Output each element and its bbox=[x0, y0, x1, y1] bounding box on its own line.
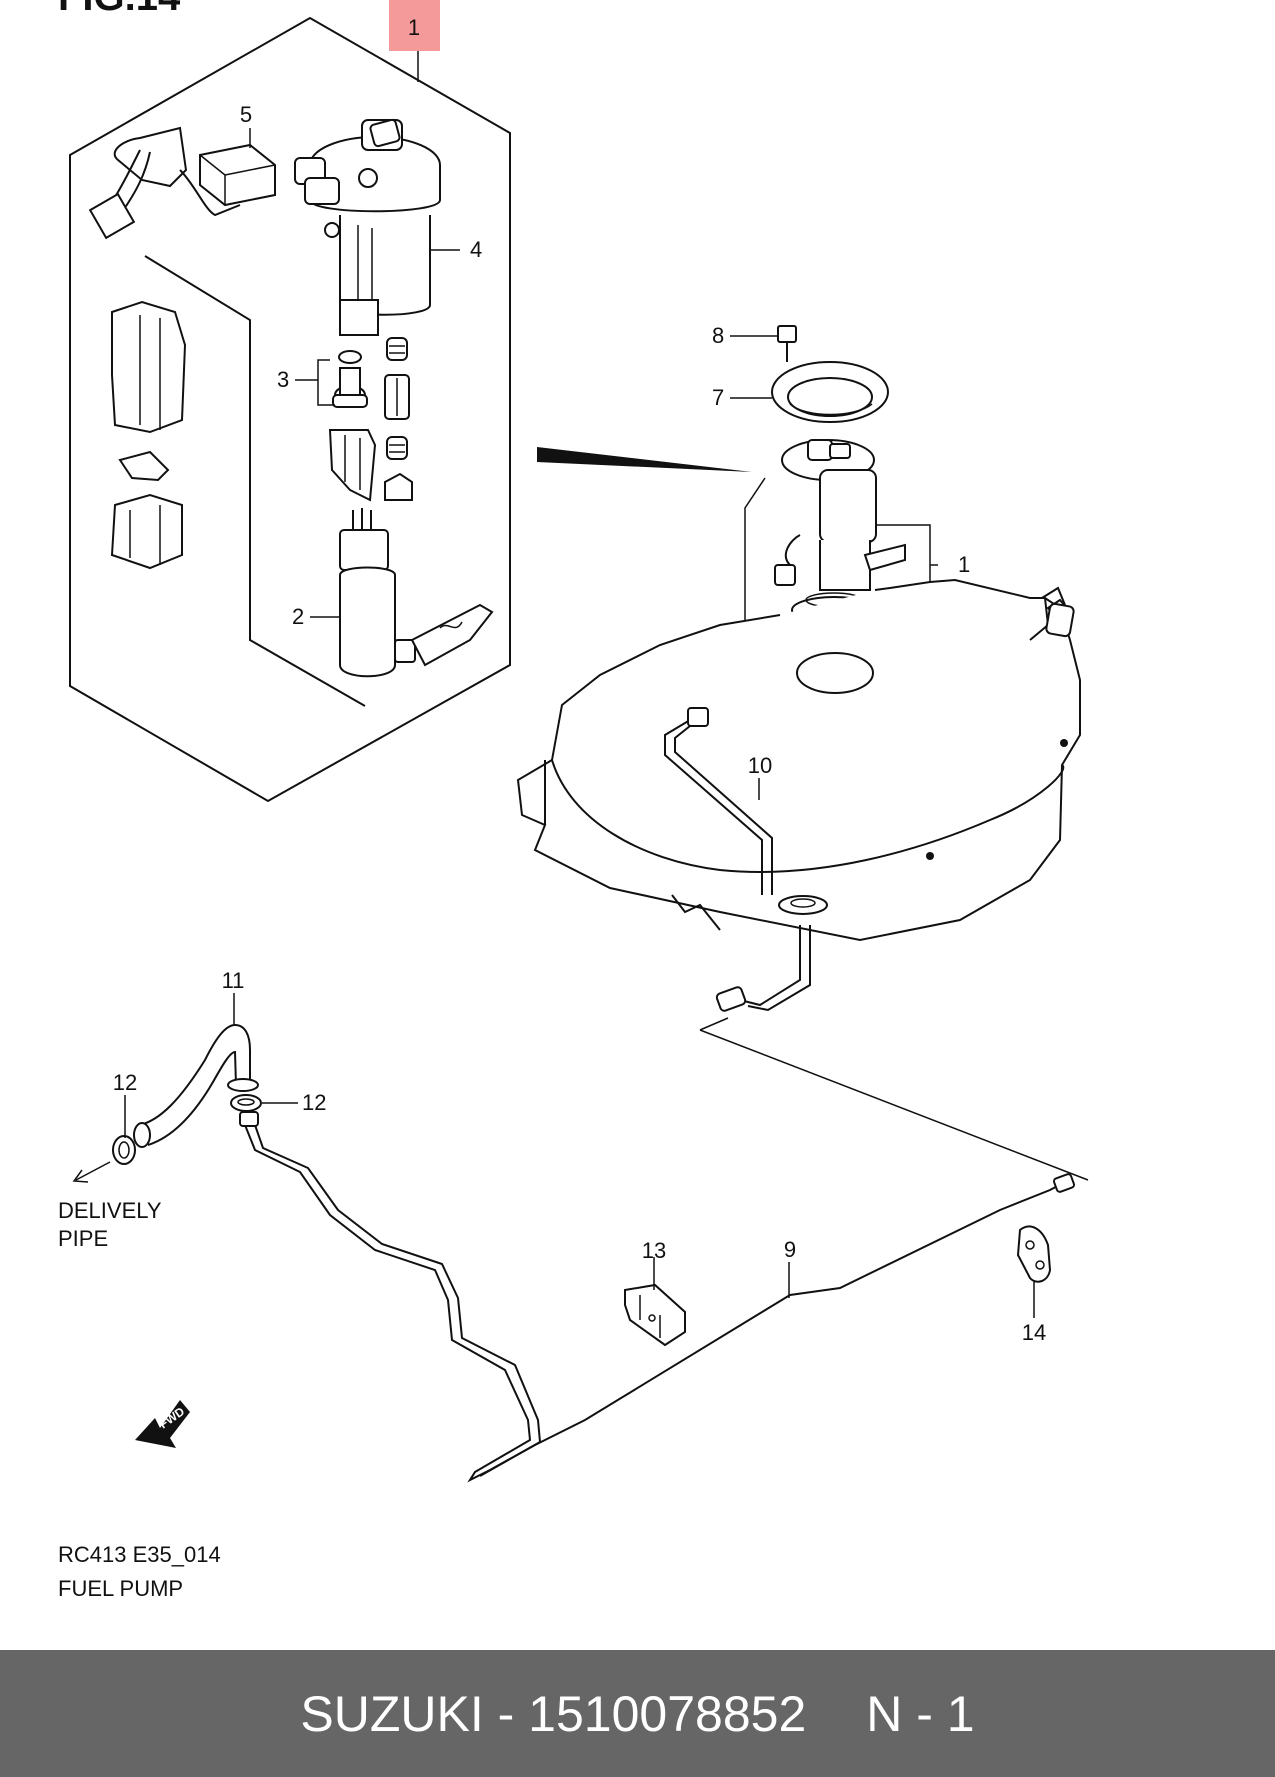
pipe-clamp-bracket bbox=[624, 1283, 686, 1347]
fuel-hose bbox=[133, 1023, 259, 1148]
footer-part-number: SUZUKI - 1510078852 bbox=[300, 1685, 807, 1742]
pressure-regulator bbox=[332, 350, 368, 408]
callout-10: 10 bbox=[748, 753, 772, 778]
callout-5: 5 bbox=[240, 102, 252, 127]
footer-bar: SUZUKI - 1510078852 N - 1 bbox=[0, 1650, 1275, 1777]
callout-1-highlight bbox=[389, 0, 440, 51]
callout-9: 9 bbox=[784, 1237, 796, 1262]
delively-label-line1: DELIVELY bbox=[58, 1198, 162, 1223]
callout-13: 13 bbox=[642, 1238, 666, 1263]
diagram-title: FUEL PUMP bbox=[58, 1576, 183, 1601]
callout-12-right: 12 bbox=[302, 1090, 326, 1115]
callout-2: 2 bbox=[292, 604, 304, 629]
callout-4: 4 bbox=[470, 237, 482, 262]
figure-label: FIG.14 bbox=[58, 0, 181, 19]
callout-8: 8 bbox=[712, 323, 724, 348]
callout-1-side: 1 bbox=[958, 552, 970, 577]
breather-hose bbox=[664, 707, 828, 1012]
diagram-code: RC413 E35_014 bbox=[58, 1542, 221, 1567]
retaining-ring bbox=[771, 361, 889, 423]
pump-bracket bbox=[328, 429, 377, 502]
callout-12-left: 12 bbox=[113, 1070, 137, 1095]
callout-1-top: 1 bbox=[408, 15, 420, 40]
callout-7: 7 bbox=[712, 385, 724, 410]
pump-holder-parts bbox=[110, 300, 187, 570]
callout-11: 11 bbox=[222, 968, 245, 993]
hose-clamp-right bbox=[230, 1094, 262, 1112]
fuel-pipe bbox=[239, 1111, 1076, 1483]
exploded-assembly-frame bbox=[69, 16, 511, 803]
footer-quantity: N - 1 bbox=[866, 1685, 975, 1742]
filter-screens bbox=[384, 337, 413, 501]
bolt bbox=[777, 325, 797, 362]
fwd-arrow-icon: FWD bbox=[135, 1400, 190, 1448]
assembly-pointer bbox=[537, 447, 752, 472]
fuel-tank bbox=[516, 578, 1081, 942]
fuel-filter-housing bbox=[294, 118, 441, 336]
wiring-harness-connector bbox=[88, 126, 276, 240]
callout-14: 14 bbox=[1022, 1320, 1046, 1345]
fuel-pump-motor bbox=[339, 508, 494, 678]
rubber-cushion bbox=[1016, 1225, 1052, 1283]
delively-label-line2: PIPE bbox=[58, 1226, 108, 1251]
hose-clamp-left bbox=[112, 1135, 136, 1165]
installed-pump-assembly bbox=[774, 439, 906, 624]
callout-3: 3 bbox=[277, 367, 289, 392]
parts-diagram: FIG.14 1 5 4 bbox=[58, 0, 1089, 1601]
